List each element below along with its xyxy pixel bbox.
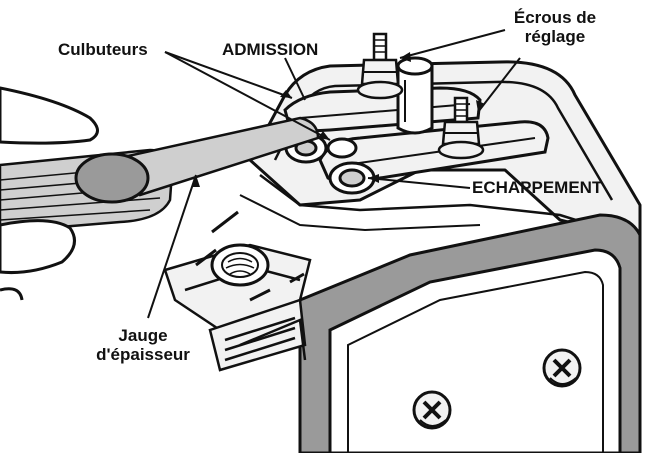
feeler-gauge-blade	[107, 116, 320, 197]
cover-screw-right	[542, 348, 582, 388]
cover-screw-left	[412, 390, 452, 430]
adjusting-nut-exhaust	[437, 96, 485, 160]
label-culbuteurs: Culbuteurs	[58, 40, 148, 59]
hand	[0, 86, 99, 301]
motion-marks	[195, 210, 305, 302]
label-ecrous-de-reglage: Écrous de réglage	[490, 8, 620, 46]
adjusting-nut-intake	[356, 32, 404, 100]
leader-lines	[147, 29, 521, 319]
label-admission: ADMISSION	[222, 40, 319, 59]
label-jauge-epaisseur: Jauge d'épaisseur	[68, 326, 218, 364]
feeler-gauge-rivet	[74, 152, 150, 204]
head-rim-lines-2	[239, 194, 481, 232]
leader-arrowheads	[192, 52, 485, 187]
label-jauge-line2: d'épaisseur	[96, 345, 190, 364]
side-cover	[298, 213, 642, 455]
label-ecrous-line1: Écrous de	[513, 8, 597, 27]
label-echappement: ECHAPPEMENT	[472, 178, 603, 197]
center-post	[396, 56, 434, 135]
label-ecrous-line2: réglage	[524, 27, 586, 46]
spring-coil	[210, 243, 270, 287]
label-jauge-line1: Jauge	[118, 326, 168, 345]
